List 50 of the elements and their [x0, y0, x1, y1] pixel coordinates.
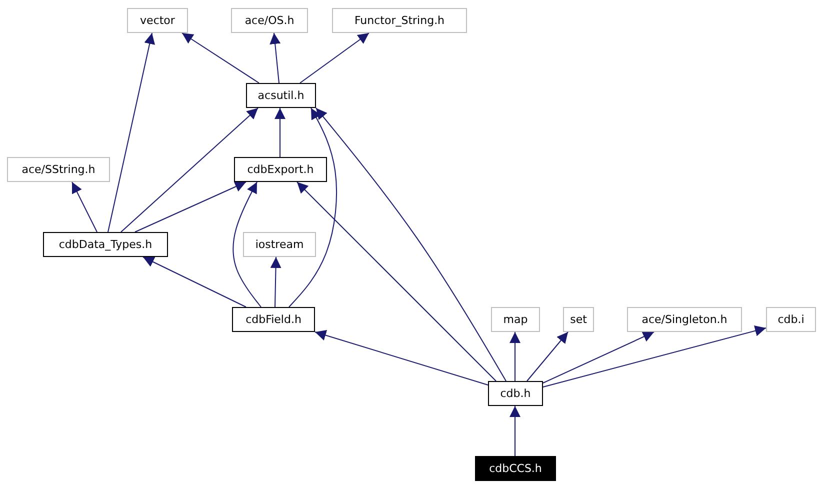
- external-header-box: [332, 8, 467, 33]
- include-arrow: [232, 182, 262, 308]
- include-arrow: [134, 182, 246, 232]
- current-file-box: [475, 456, 556, 481]
- file-name: cdbData_Types.h: [58, 238, 152, 251]
- external-header-box: [127, 8, 188, 33]
- include-arrow: [274, 108, 286, 158]
- include-arrow: [510, 406, 520, 456]
- header-file-box: [232, 307, 315, 332]
- include-arrow: [182, 32, 260, 84]
- include-arrow: [542, 332, 654, 384]
- file-name: acsutil.h: [258, 89, 304, 102]
- external-header-box: [231, 8, 308, 33]
- file-name: ace/Singleton.h: [642, 313, 728, 326]
- file-name: cdb.h: [500, 387, 531, 400]
- file-name: cdbField.h: [246, 313, 302, 326]
- file-name: ace/SString.h: [22, 163, 96, 176]
- external-header-box: [627, 307, 742, 332]
- include-arrow: [526, 332, 568, 382]
- header-file-box: [234, 157, 327, 182]
- include-arrow: [296, 182, 496, 382]
- external-header-box: [766, 307, 816, 332]
- file-name: map: [503, 313, 528, 326]
- header-file-box: [246, 83, 316, 108]
- file-name: cdbExport.h: [247, 163, 314, 176]
- include-arrow: [270, 256, 282, 308]
- external-header-box: [243, 232, 316, 257]
- include-arrow: [270, 32, 281, 84]
- file-name: iostream: [255, 238, 304, 251]
- header-file-box: [488, 381, 543, 406]
- file-name: set: [570, 313, 587, 326]
- include-arrow: [300, 32, 370, 84]
- file-name: ace/OS.h: [244, 14, 294, 27]
- include-arrow: [288, 108, 338, 308]
- file-name: vector: [140, 14, 175, 27]
- include-arrow: [314, 330, 488, 386]
- header-file-box: [43, 232, 168, 257]
- external-header-box: [563, 307, 594, 332]
- include-arrow: [316, 108, 506, 382]
- include-arrow: [120, 108, 258, 232]
- file-name: cdbCCS.h: [489, 462, 542, 475]
- include-arrow: [72, 182, 98, 232]
- include-arrow: [542, 326, 766, 388]
- file-name: Functor_String.h: [354, 14, 445, 27]
- include-arrow: [510, 332, 520, 382]
- include-arrow: [108, 32, 155, 232]
- external-header-box: [7, 157, 110, 182]
- file-name: cdb.i: [778, 313, 804, 326]
- external-header-box: [491, 307, 540, 332]
- include-arrow: [142, 256, 246, 308]
